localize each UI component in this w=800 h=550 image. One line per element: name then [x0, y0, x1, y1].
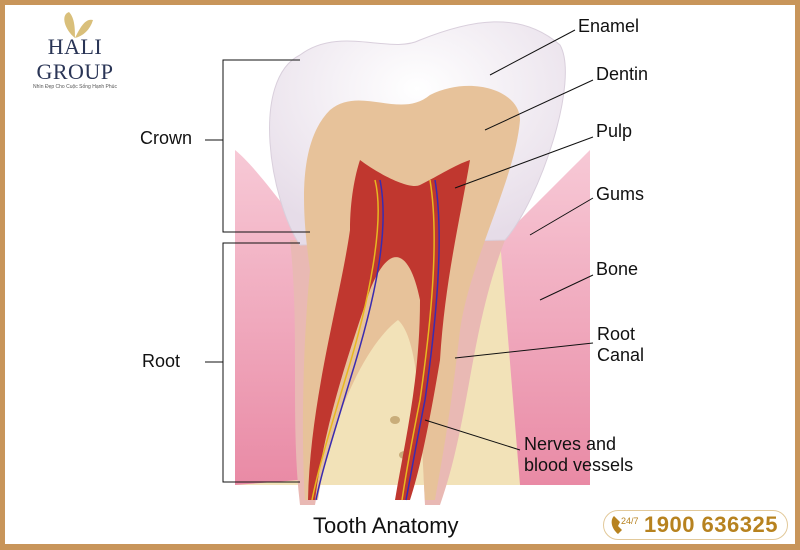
hotline-number: 1900 636325	[644, 512, 778, 537]
label-bone: Bone	[596, 259, 639, 279]
leader-lines	[205, 29, 594, 483]
label-root: Root	[142, 351, 181, 371]
label-root-canal-line1: Root	[597, 324, 636, 344]
diagram-title: Tooth Anatomy	[313, 513, 459, 538]
hotline-badge: 24/7	[621, 516, 638, 526]
label-crown: Crown	[140, 128, 193, 148]
label-pulp: Pulp	[596, 121, 633, 141]
phone-24-7-icon: 24/7	[611, 516, 638, 534]
pulp	[308, 160, 470, 500]
label-enamel: Enamel	[578, 16, 640, 36]
logo-name: HALI GROUP	[36, 34, 114, 84]
logo: HALI GROUP Nhìn Đẹp Cho Cuộc Sống Hạnh P…	[10, 8, 140, 91]
butterfly-icon	[64, 12, 93, 38]
crown-bracket	[205, 59, 310, 233]
nerves	[311, 179, 440, 501]
label-gums: Gums	[596, 184, 645, 204]
root-bracket	[205, 242, 300, 483]
hotline-button[interactable]: 24/7 1900 636325	[603, 510, 788, 540]
label-root-canal-line2: Canal	[597, 345, 645, 365]
label-dentin: Dentin	[596, 64, 649, 84]
label-nerves-line2: blood vessels	[524, 455, 634, 475]
label-nerves-line1: Nerves and	[524, 434, 617, 454]
logo-tagline: Nhìn Đẹp Cho Cuộc Sống Hạnh Phúc	[33, 84, 117, 90]
